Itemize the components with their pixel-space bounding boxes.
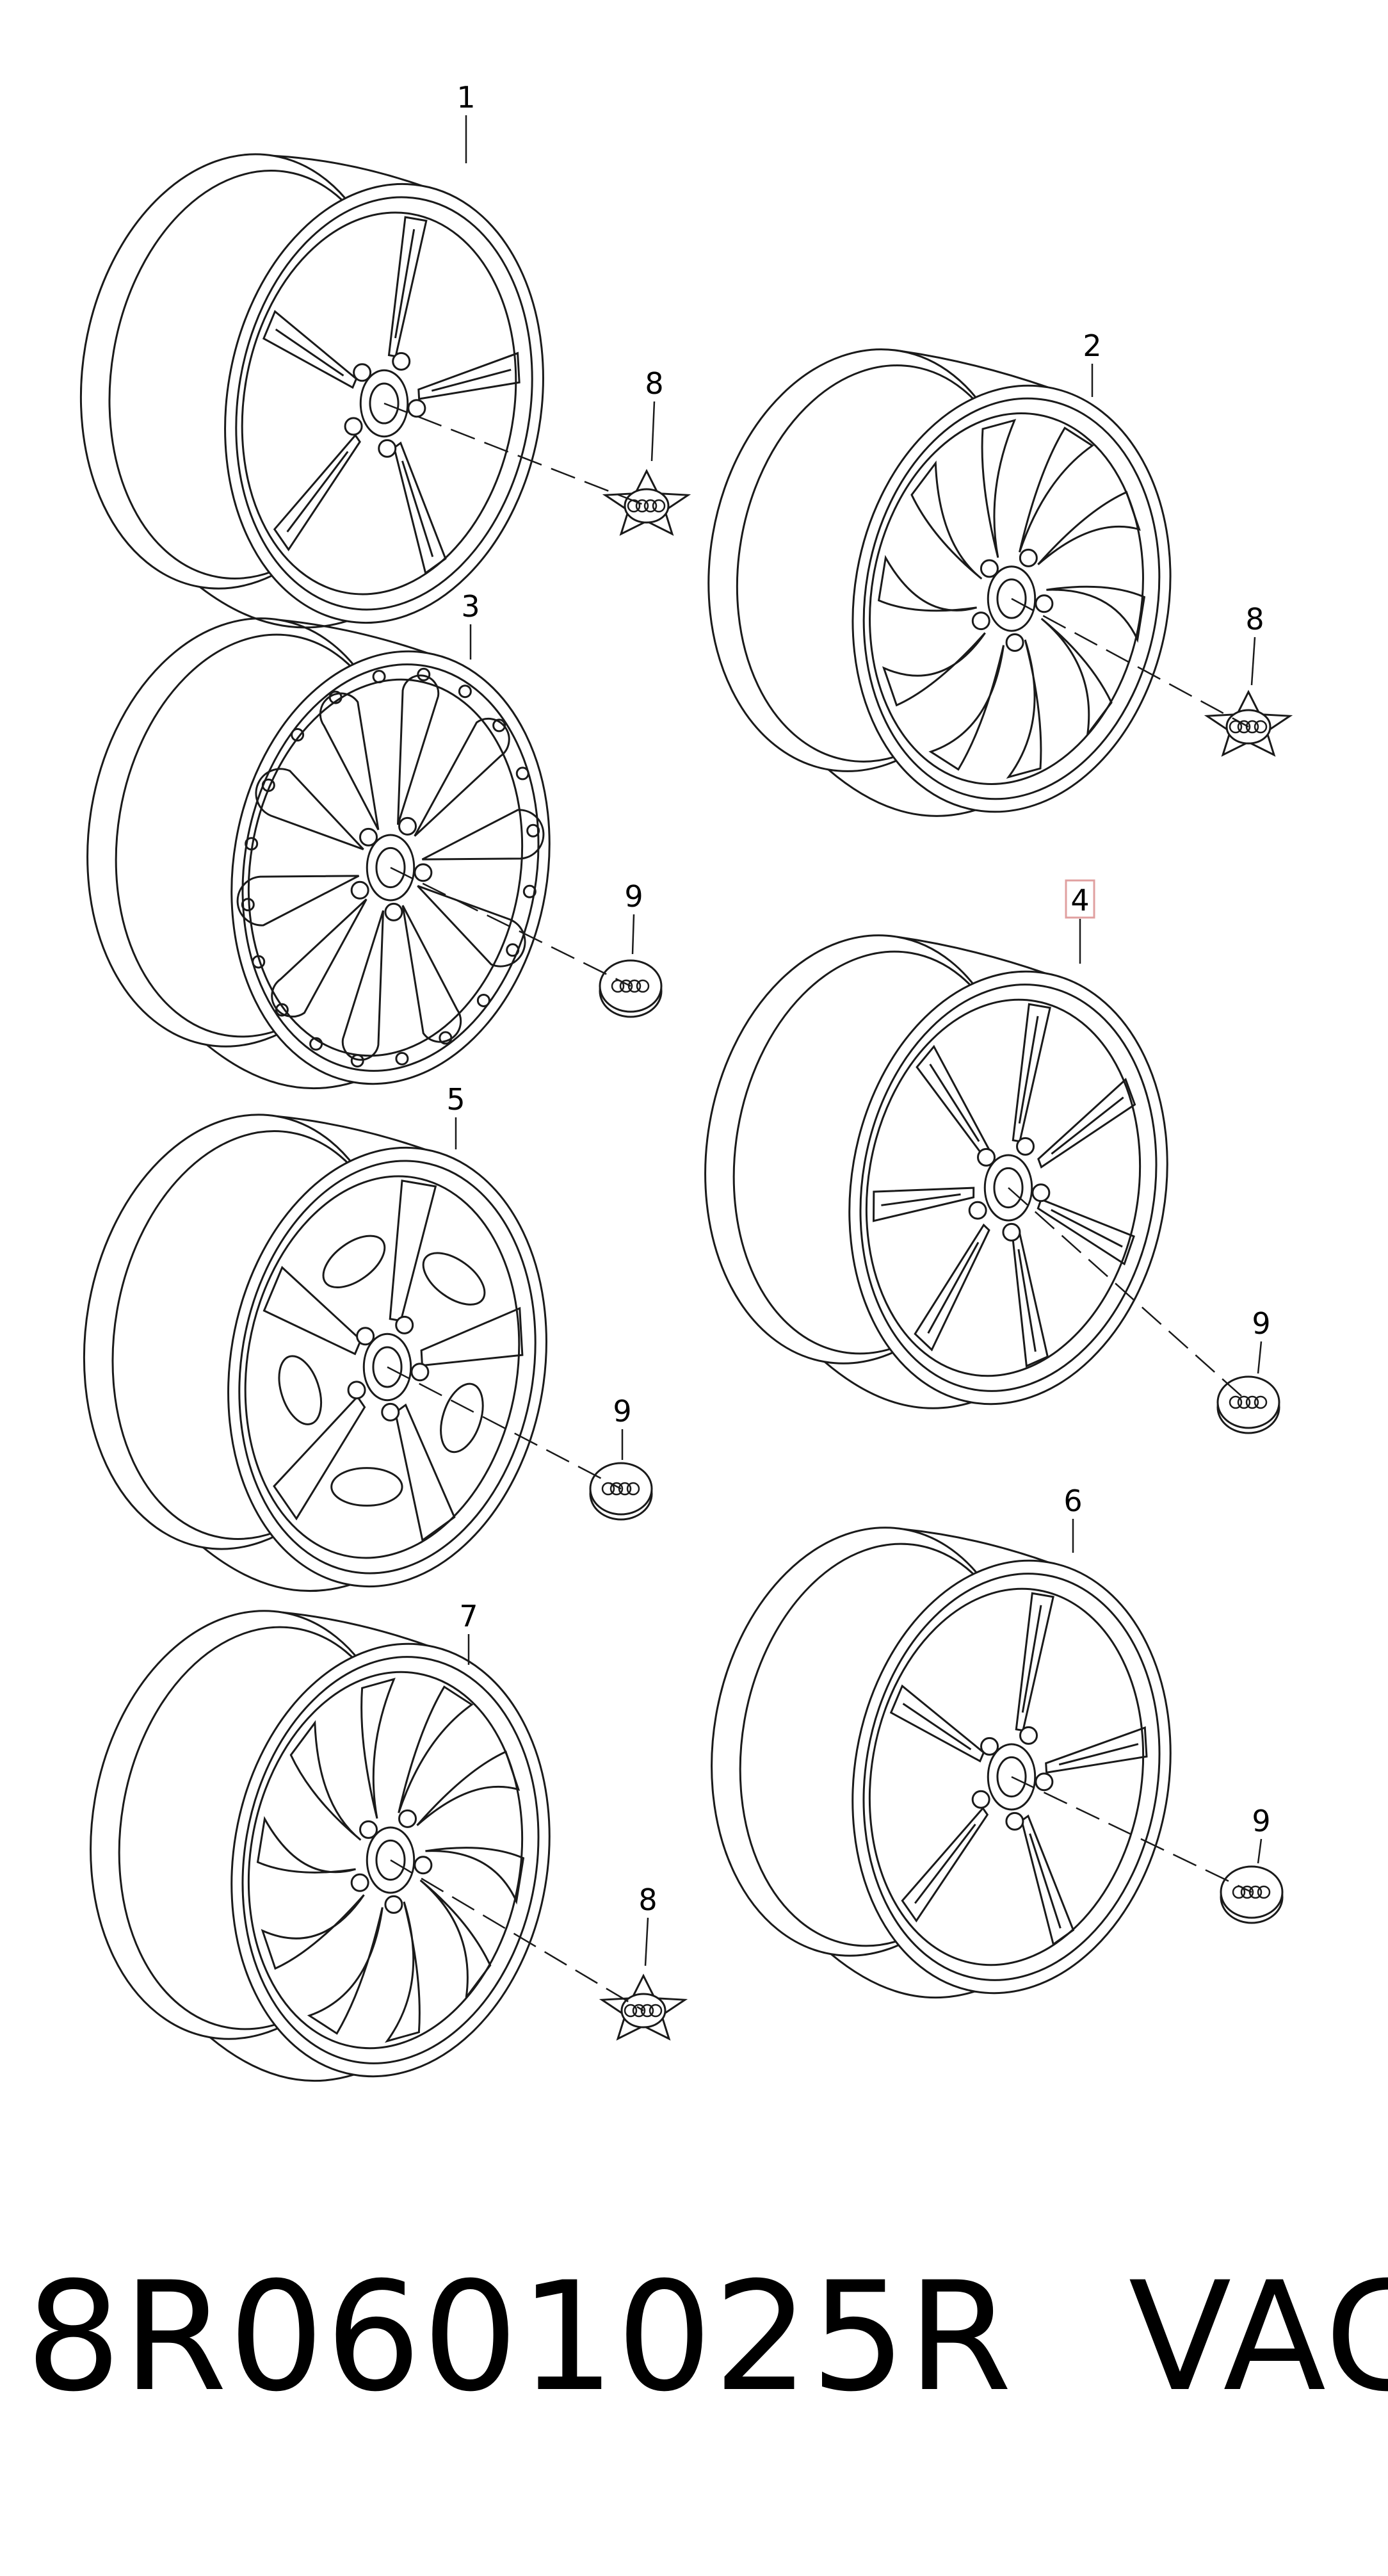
leader-line	[1257, 1341, 1263, 1374]
callout-wheel-4-highlight	[1065, 879, 1095, 919]
wheel-exploded-diagram: 1 2 3 4 5 6 7 8 8 9 9 9 9 8	[79, 80, 1293, 2082]
leader-line	[1250, 636, 1256, 686]
callout-cap-8b: 8	[1245, 602, 1264, 636]
leader-line	[644, 1917, 649, 1966]
callout-cap-8c: 8	[638, 1883, 657, 1917]
callout-wheel-7: 7	[459, 1599, 478, 1633]
part-number-line: 8R0601025R VAG	[26, 2250, 1388, 2425]
wheel-2	[707, 348, 1172, 817]
callout-wheel-4: 4	[1070, 883, 1089, 918]
wheel-3	[86, 617, 551, 1090]
vendor-name: VAG	[1128, 2249, 1388, 2425]
part-number: 8R0601025R	[26, 2249, 1013, 2425]
cap-8b	[1204, 690, 1293, 757]
leader-line	[1257, 1838, 1263, 1864]
cap-9c	[589, 1462, 653, 1521]
callout-wheel-6: 6	[1063, 1484, 1082, 1518]
wheel-6	[711, 1527, 1172, 1999]
axis-dash-line	[390, 1859, 644, 2012]
axis-dash-line	[390, 866, 631, 987]
cap-8c	[599, 1973, 688, 2041]
callout-cap-9c: 9	[613, 1394, 631, 1429]
leader-lines	[383, 115, 1263, 2012]
wheel-4	[704, 934, 1168, 1409]
callout-cap-8a: 8	[645, 366, 663, 401]
callout-wheel-3: 3	[461, 589, 480, 624]
leader-line	[631, 914, 635, 955]
axis-dash-line	[1008, 1187, 1249, 1403]
axis-dash-line	[383, 402, 647, 507]
callout-wheel-5: 5	[446, 1082, 465, 1117]
callout-cap-9d: 9	[1252, 1804, 1270, 1838]
wheel-drawings	[79, 153, 1172, 2082]
callout-wheel-1: 1	[456, 80, 475, 115]
wheel-1	[79, 153, 544, 629]
cap-8a	[602, 469, 691, 536]
cap-9d	[1220, 1865, 1284, 1924]
leader-line	[650, 401, 656, 462]
callout-labels: 1 2 3 4 5 6 7 8 8 9 9 9 9 8	[446, 80, 1270, 1917]
callout-wheel-2: 2	[1083, 328, 1101, 363]
callout-cap-9b: 9	[1252, 1306, 1270, 1341]
cap-9b	[1216, 1375, 1280, 1434]
wheel-7	[90, 1610, 551, 2082]
axis-dash-line	[387, 1366, 622, 1490]
cap-9a	[599, 959, 663, 1018]
axis-dash-line	[1011, 1776, 1252, 1893]
callout-cap-9a: 9	[624, 879, 643, 914]
axis-dash-line	[1011, 597, 1249, 728]
wheel-5	[83, 1114, 547, 1592]
